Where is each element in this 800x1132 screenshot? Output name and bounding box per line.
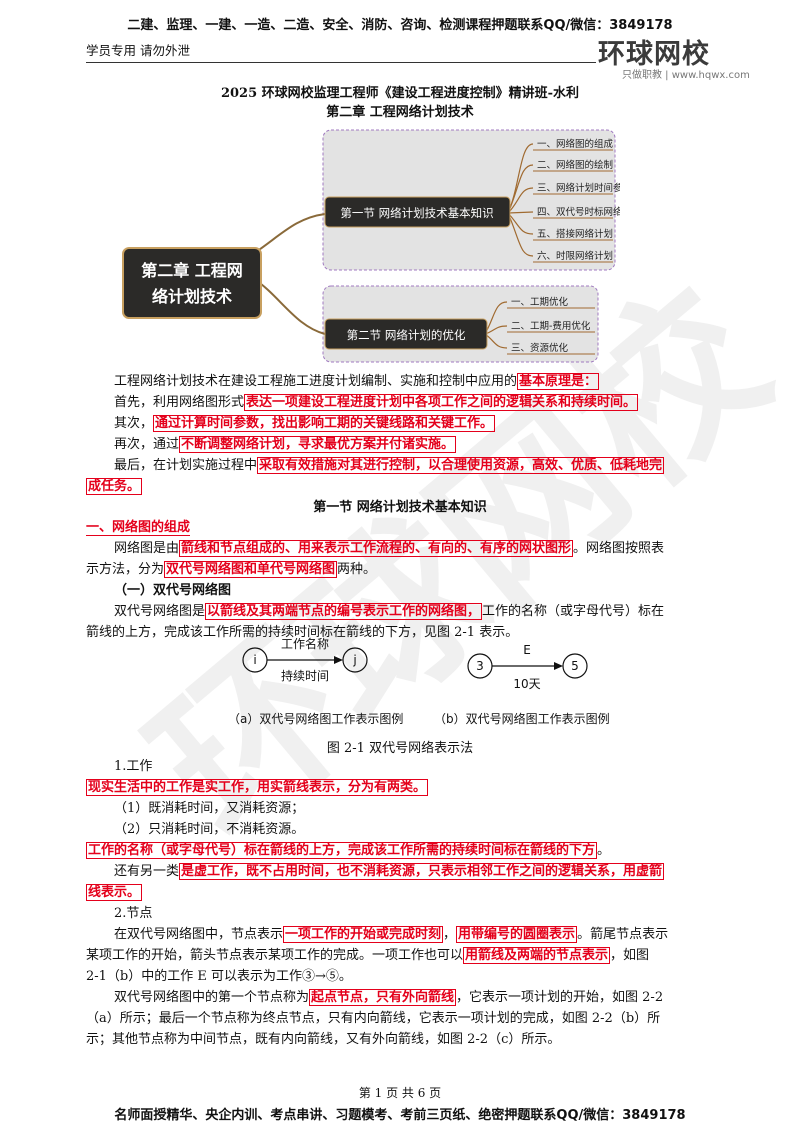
label-10days: 10天 bbox=[513, 677, 540, 691]
node-line5: （a）所示；最后一个节点称为终点节点，只有内向箭线，它表示一项计划的完成，如图 … bbox=[86, 1011, 661, 1026]
root-node bbox=[122, 247, 262, 319]
intro-p3: 其次，通过计算时间参数，找出影响工期的关键线路和关键工作。 bbox=[114, 415, 496, 432]
subheading-double-code: （一）双代号网络图 bbox=[114, 583, 232, 598]
branch1-node bbox=[324, 196, 511, 228]
node-line2: 某项工作的开始，箭头节点表示某项工作的完成。一项工作也可以用箭线及两端的节点表示… bbox=[86, 947, 650, 964]
page-number: 第 1 页 共 6 页 bbox=[358, 1086, 442, 1100]
branch2-label: 第二节 网络计划的优化 bbox=[347, 328, 466, 342]
label-j: j bbox=[352, 653, 356, 667]
work-heading: 1.工作 bbox=[114, 759, 153, 774]
document-title: 2025 环球网校监理工程师《建设工程进度控制》精讲班-水利 bbox=[220, 86, 580, 101]
work-item1: （1）既消耗时间，又消耗资源； bbox=[114, 801, 305, 816]
section1-heading: 第一节 网络计划技术基本知识 bbox=[313, 500, 487, 515]
work-hl1: 现实生活中的工作是实工作，用实箭线表示，分为有两类。 bbox=[86, 779, 429, 796]
intro-p4: 再次，通过不断调整网络计划，寻求最优方案并付诸实施。 bbox=[114, 436, 457, 453]
figure-2-1: i j 工作名称 持续时间 3 5 E 10天 bbox=[242, 636, 588, 691]
bottom-banner: 名师面授精华、央企内训、考点串讲、习题模考、考前三页纸、绝密押题联系QQ/微信：… bbox=[114, 1108, 686, 1123]
node-heading: 2.节点 bbox=[114, 906, 153, 921]
work-line6: 线表示。 bbox=[86, 884, 143, 901]
label-e: E bbox=[523, 643, 531, 657]
s1-line1: 网络图是由箭线和节点组成的、用来表示工作流程的、有向的、有序的网状图形。网络图按… bbox=[114, 540, 665, 557]
mindmap-item: 五、搭接网络计划 bbox=[537, 228, 613, 240]
root-node-line2: 络计划技术 bbox=[152, 287, 232, 306]
branch1-label: 第一节 网络计划技术基本知识 bbox=[340, 206, 493, 220]
subheading-network-composition: 一、网络图的组成 bbox=[86, 520, 191, 536]
label-5: 5 bbox=[571, 659, 579, 673]
s1-line2: 示方法，分为双代号网络图和单代号网络图两种。 bbox=[86, 561, 377, 578]
mindmap-item: 六、时限网络计划 bbox=[537, 250, 613, 262]
confidential-note: 学员专用 请勿外泄 bbox=[86, 43, 190, 58]
chapter-title: 第二章 工程网络计划技术 bbox=[326, 105, 474, 120]
work-item2: （2）只消耗时间，不消耗资源。 bbox=[114, 822, 305, 837]
caption-a: （a）双代号网络图工作表示图例 bbox=[228, 712, 404, 726]
intro-p5-cont: 成任务。 bbox=[86, 478, 143, 495]
node-line6: 示；其他节点称为中间节点，既有内向箭线，又有外向箭线，如图 2-2（c）所示。 bbox=[86, 1032, 561, 1047]
intro-p1: 工程网络计划技术在建设工程施工进度计划编制、实施和控制中应用的基本原理是： bbox=[114, 373, 600, 390]
branch2-node bbox=[324, 318, 488, 350]
logo-tagline: 只做职教 | www.hqwx.com bbox=[622, 70, 750, 81]
hqwx-logo: 环球网校 bbox=[598, 39, 710, 70]
label-i: i bbox=[253, 653, 256, 667]
figure-title: 图 2-1 双代号网络表示法 bbox=[326, 741, 474, 756]
intro-p5: 最后，在计划实施过程中采取有效措施对其进行控制，以合理使用资源，高效、优质、低耗… bbox=[114, 457, 665, 474]
node-line3: 2-1（b）中的工作 E 可以表示为工作③→⑤。 bbox=[86, 969, 352, 984]
label-duration: 持续时间 bbox=[281, 668, 329, 683]
work-hl2: 工作的名称（或字母代号）标在箭线的上方，完成该工作所需的持续时间标在箭线的下方。 bbox=[86, 842, 611, 859]
s1-line4: 箭线的上方，完成该工作所需的持续时间标在箭线的下方，见图 2-1 表示。 bbox=[86, 625, 519, 640]
mindmap-item: 一、工期优化 bbox=[511, 296, 569, 308]
root-node-line1: 第二章 工程网 bbox=[141, 261, 243, 280]
node-line1: 在双代号网络图中，节点表示一项工作的开始或完成时刻，用带编号的圆圈表示。箭尾节点… bbox=[114, 926, 669, 943]
label-3: 3 bbox=[476, 659, 484, 673]
header-divider bbox=[86, 62, 596, 63]
work-line5: 还有另一类是虚工作，既不占用时间，也不消耗资源，只表示相邻工作之间的逻辑关系，用… bbox=[114, 863, 665, 880]
intro-p2: 首先，利用网络图形式表达一项建设工程进度计划中各项工作之间的逻辑关系和持续时间。 bbox=[114, 394, 639, 411]
chapter-mindmap: 第二章 工程网 络计划技术 第一节 网络计划技术基本知识 第二节 网络计划的优化… bbox=[122, 129, 620, 363]
mindmap-item: 二、网络图的绘制 bbox=[537, 159, 613, 171]
top-banner: 二建、监理、一建、一造、二造、安全、消防、咨询、检测课程押题联系QQ/微信：38… bbox=[127, 18, 673, 33]
mindmap-item: 四、双代号时标网络计划 bbox=[537, 206, 620, 218]
caption-b: （b）双代号网络图工作表示图例 bbox=[434, 712, 610, 726]
mindmap-item: 二、工期-费用优化 bbox=[511, 320, 591, 332]
mindmap-item: 一、网络图的组成 bbox=[537, 138, 614, 150]
label-work-name: 工作名称 bbox=[281, 636, 329, 651]
node-line4: 双代号网络图中的第一个节点称为起点节点，只有外向箭线，它表示一项计划的开始，如图… bbox=[114, 989, 664, 1006]
mindmap-item: 三、网络计划时间参数的计算 bbox=[537, 182, 620, 194]
s1-line3: 双代号网络图是以箭线及其两端节点的编号表示工作的网络图，工作的名称（或字母代号）… bbox=[114, 603, 665, 620]
mindmap-item: 三、资源优化 bbox=[511, 342, 569, 354]
